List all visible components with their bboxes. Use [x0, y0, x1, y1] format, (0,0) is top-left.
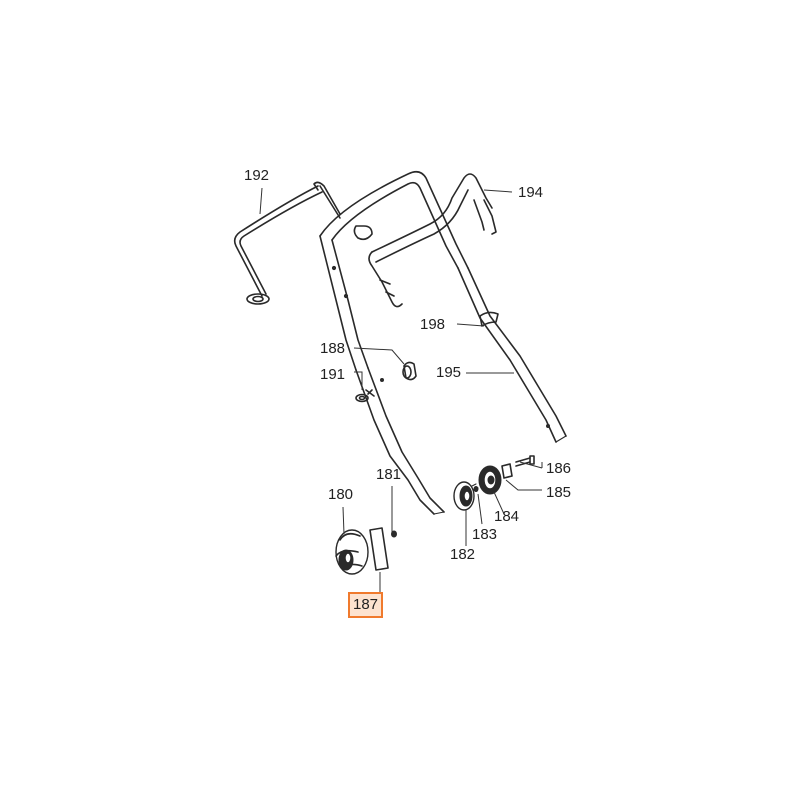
pin-181-drawing — [391, 530, 397, 538]
callout-185[interactable]: 185 — [546, 484, 572, 501]
callout-187-highlighted[interactable]: 187 — [348, 592, 384, 618]
washer-185-drawing — [501, 463, 513, 479]
callout-183[interactable]: 183 — [472, 526, 498, 543]
bail-wire-drawing — [233, 181, 341, 305]
adjuster-182-drawing — [453, 481, 475, 511]
callout-180[interactable]: 180 — [328, 486, 354, 503]
clip-drawing — [479, 311, 499, 327]
bolt-186-drawing — [515, 455, 535, 467]
knob-180-drawing — [335, 529, 369, 575]
callout-184[interactable]: 184 — [494, 508, 520, 525]
ratchet-184-drawing — [478, 465, 502, 495]
strip-187-drawing — [369, 527, 389, 571]
callout-188[interactable]: 188 — [320, 340, 346, 357]
callout-194[interactable]: 194 — [518, 184, 544, 201]
callout-181[interactable]: 181 — [376, 466, 402, 483]
callout-186[interactable]: 186 — [546, 460, 572, 477]
nut-188-drawing — [402, 361, 417, 381]
bolt-191-drawing — [355, 389, 375, 403]
lower-handle-left-drawing — [355, 367, 445, 515]
callout-192[interactable]: 192 — [244, 167, 270, 184]
callout-182[interactable]: 182 — [450, 546, 476, 563]
lower-handle-right-drawing — [457, 267, 567, 443]
upper-handle-drawing — [319, 170, 469, 371]
callout-191[interactable]: 191 — [320, 366, 346, 383]
callout-198[interactable]: 198 — [420, 316, 446, 333]
control-lever-drawing — [368, 173, 497, 308]
callout-195[interactable]: 195 — [436, 364, 462, 381]
spring-183-drawing — [471, 483, 479, 492]
leader-lines — [259, 187, 543, 592]
